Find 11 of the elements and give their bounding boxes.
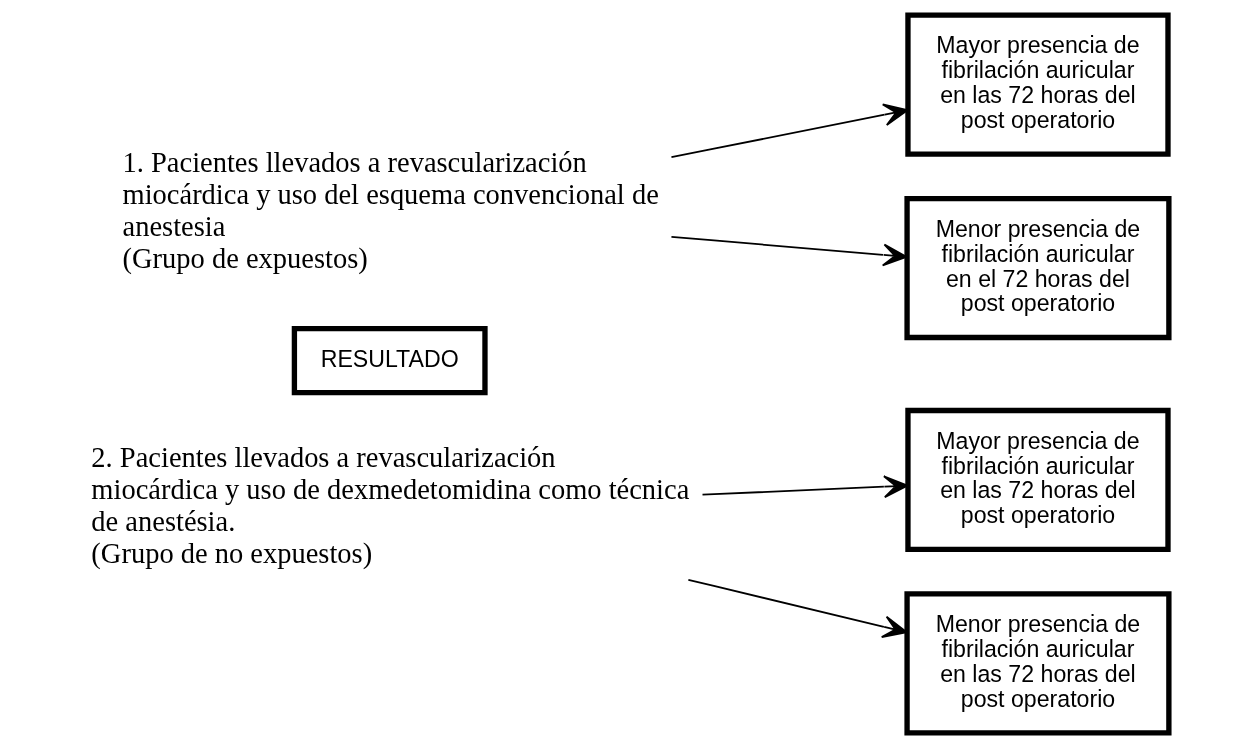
- arrow: [670, 103, 909, 158]
- node-text: 1. Pacientes llevados a revascularización miocárdica y uso del esquema convencional de anestesia (Grupo de expuestos): [122, 146, 659, 274]
- arrow: [670, 235, 908, 267]
- node-box: Mayor presencia de fibrilación auricular en las 72 horas del post operatorio: [905, 407, 1171, 553]
- node-box: RESULTADO: [291, 325, 488, 396]
- node-box: Menor presencia de fibrilación auricular en las 72 horas del post operatorio: [904, 591, 1172, 736]
- node-box: Menor presencia de fibrilación auricular en el 72 horas del post operatorio: [904, 195, 1172, 341]
- node-text: 2. Pacientes llevados a revascularización miocárdica y uso de dexmedetomidina como técnica de anestésia. (Grupo de no expuestos): [91, 442, 690, 570]
- node-box: Mayor presencia de fibrilación auricular en las 72 horas del post operatorio: [905, 12, 1171, 157]
- arrow: [701, 475, 909, 498]
- arrow: [687, 578, 908, 638]
